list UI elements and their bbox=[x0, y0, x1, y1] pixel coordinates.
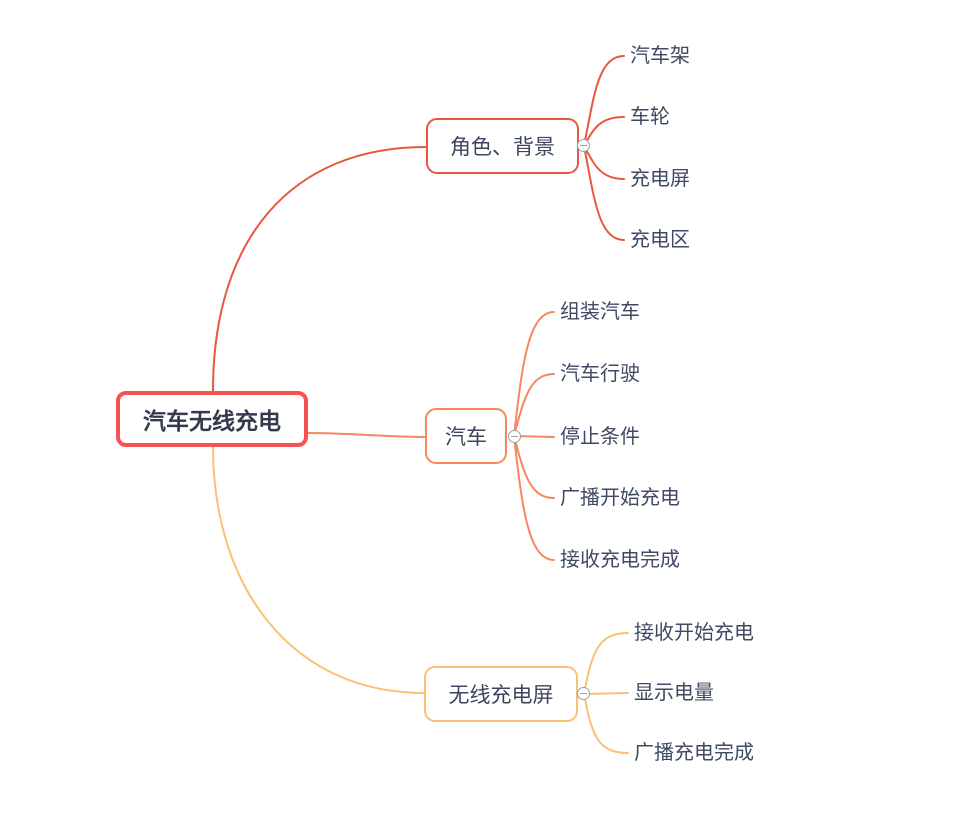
leaf-node[interactable]: 汽车行驶 bbox=[560, 363, 640, 385]
leaf-node[interactable]: 广播开始充电 bbox=[560, 487, 680, 509]
connector-line bbox=[583, 693, 629, 754]
connector-line bbox=[583, 632, 629, 695]
connector-root-to-branch-3 bbox=[212, 446, 425, 694]
leaf-node[interactable]: 显示电量 bbox=[634, 682, 714, 704]
branch-node-roles-background[interactable]: 角色、背景 bbox=[426, 118, 579, 174]
collapse-button-branch-3[interactable] bbox=[577, 687, 590, 700]
connector-line bbox=[583, 145, 625, 180]
leaf-node[interactable]: 充电区 bbox=[630, 229, 690, 251]
leaf-node[interactable]: 广播充电完成 bbox=[634, 742, 754, 764]
connector-line bbox=[513, 435, 555, 499]
minus-icon bbox=[580, 144, 587, 147]
branch-node-car[interactable]: 汽车 bbox=[425, 408, 507, 464]
branch-node-wireless-charging-screen[interactable]: 无线充电屏 bbox=[424, 666, 578, 722]
connector-line bbox=[513, 435, 555, 561]
connector-line bbox=[583, 116, 625, 147]
connector-line bbox=[583, 692, 629, 695]
connector-root-to-branch-2 bbox=[307, 432, 426, 438]
leaf-node[interactable]: 停止条件 bbox=[560, 426, 640, 448]
connector-line bbox=[583, 145, 625, 241]
leaf-node[interactable]: 充电屏 bbox=[630, 168, 690, 190]
collapse-button-branch-1[interactable] bbox=[577, 139, 590, 152]
connector-line bbox=[513, 373, 555, 437]
root-node-car-wireless-charging[interactable]: 汽车无线充电 bbox=[116, 391, 308, 447]
connector-line bbox=[513, 311, 555, 437]
minus-icon bbox=[580, 692, 587, 695]
leaf-node[interactable]: 接收充电完成 bbox=[560, 549, 680, 571]
connector-root-to-branch-1 bbox=[212, 146, 427, 392]
minus-icon bbox=[511, 435, 518, 438]
collapse-button-branch-2[interactable] bbox=[508, 430, 521, 443]
leaf-node[interactable]: 组装汽车 bbox=[560, 301, 640, 323]
leaf-node[interactable]: 接收开始充电 bbox=[634, 622, 754, 644]
connector-line bbox=[583, 55, 625, 147]
leaf-node[interactable]: 汽车架 bbox=[630, 45, 690, 67]
leaf-node[interactable]: 车轮 bbox=[630, 106, 670, 128]
